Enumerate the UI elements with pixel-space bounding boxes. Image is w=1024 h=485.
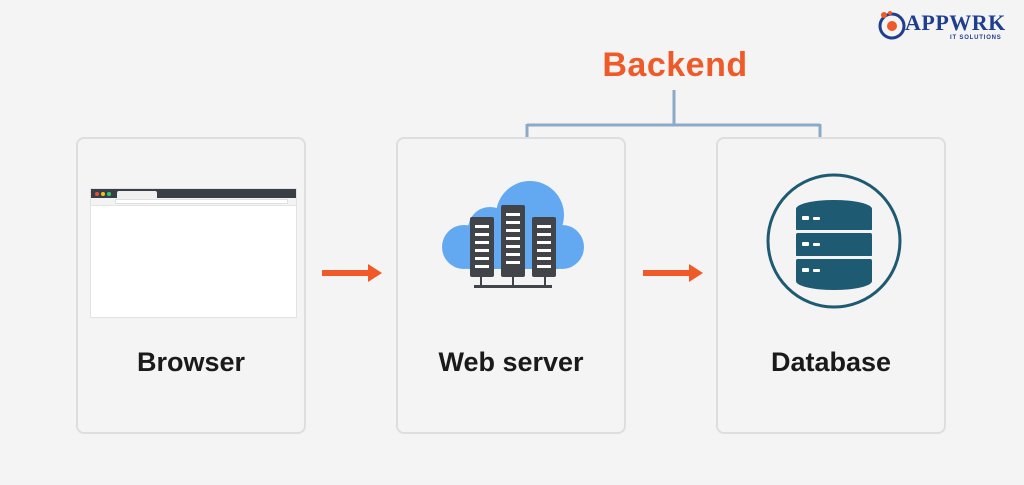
web-server-label: Web server <box>438 347 584 377</box>
logo-mark-icon <box>878 11 906 40</box>
database-icon <box>766 173 902 309</box>
browser-label: Browser <box>136 347 246 377</box>
browser-node: Browser <box>76 137 306 434</box>
appwrk-logo: APPWRK IT SOLUTIONS <box>878 8 1018 44</box>
database-node: Database <box>716 137 946 434</box>
database-label: Database <box>770 347 892 377</box>
minimize-dot <box>101 192 105 196</box>
browser-tab <box>117 191 157 198</box>
browser-url-field <box>115 199 288 204</box>
arrow-browser-to-server <box>322 264 382 282</box>
web-server-node: Web server <box>396 137 626 434</box>
browser-titlebar <box>91 189 296 198</box>
arrow-server-to-database <box>643 264 703 282</box>
maximize-dot <box>107 192 111 196</box>
browser-window-icon <box>90 188 297 318</box>
logo-name: APPWRK <box>905 10 1006 35</box>
cloud-server-icon <box>442 181 584 288</box>
backend-title: Backend <box>602 46 748 84</box>
close-dot <box>95 192 99 196</box>
logo-tagline: IT SOLUTIONS <box>950 35 1002 41</box>
browser-address-bar <box>91 198 296 206</box>
